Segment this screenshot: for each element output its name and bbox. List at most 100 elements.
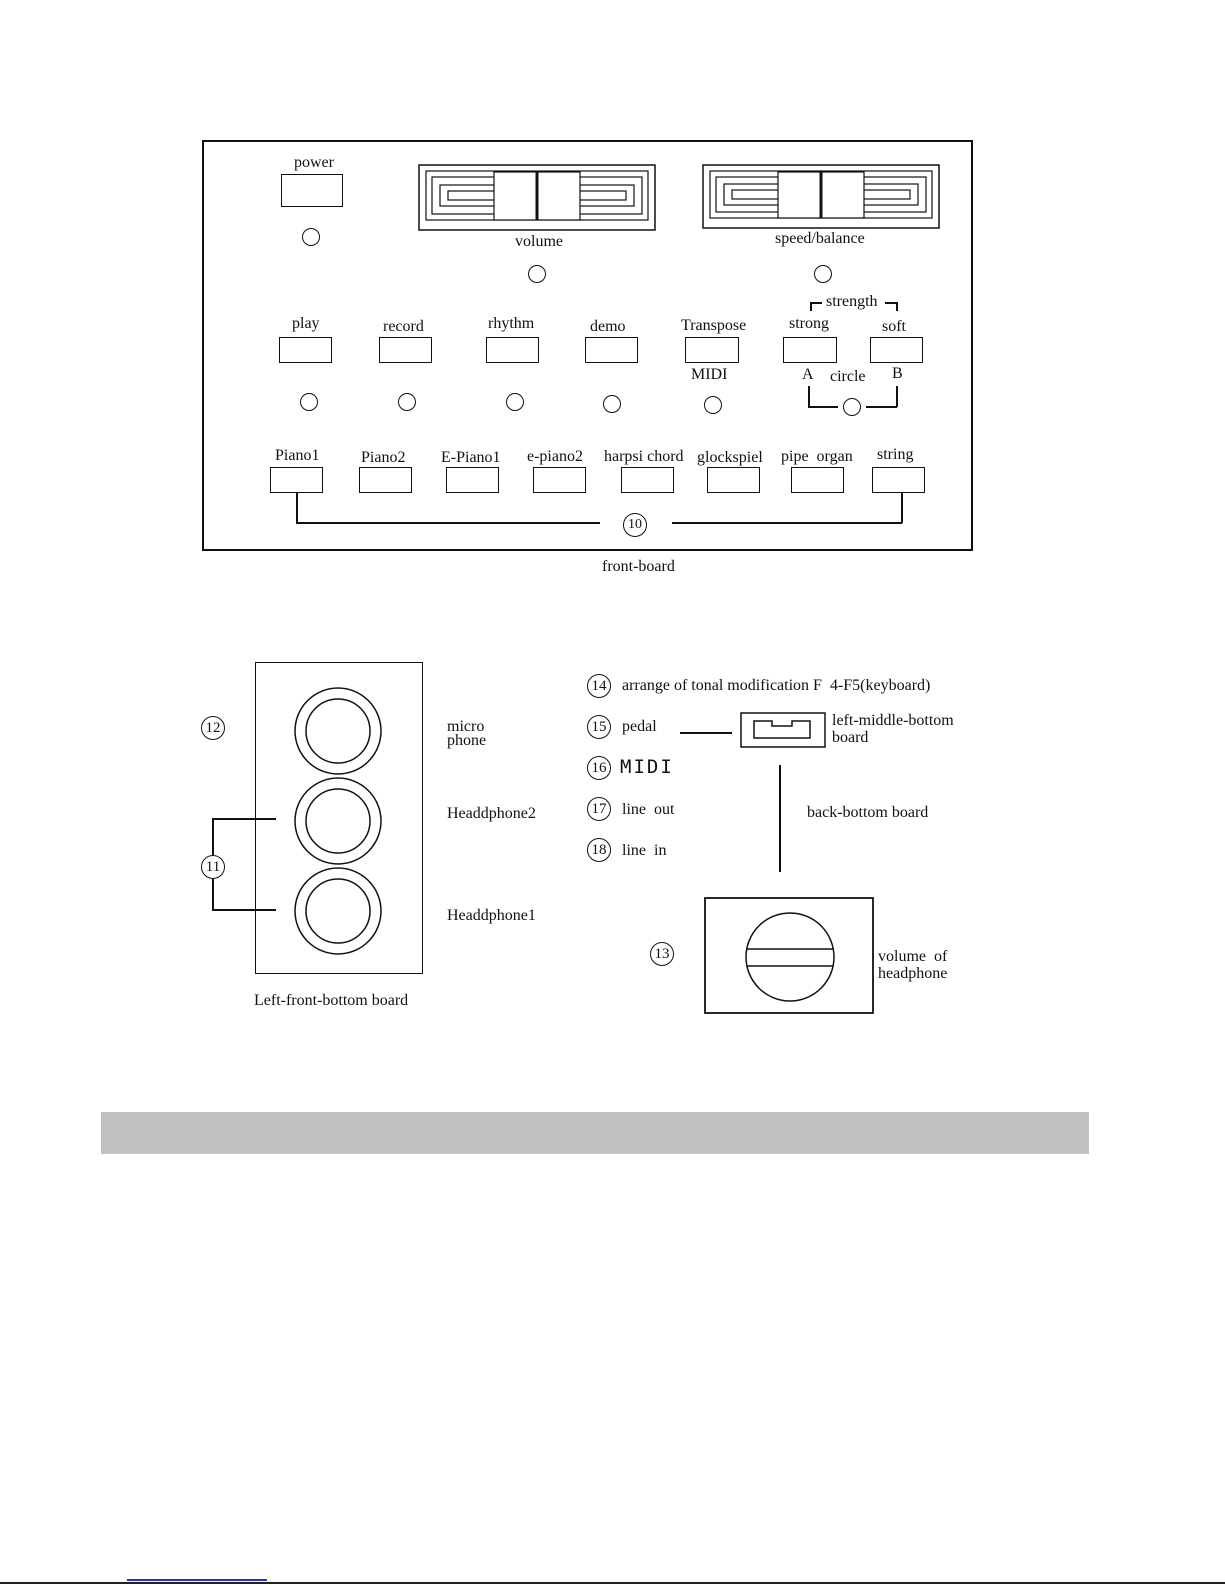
volume-slider[interactable] bbox=[418, 164, 656, 231]
volume-led bbox=[528, 265, 546, 283]
voice-button-string[interactable] bbox=[872, 467, 925, 493]
voice-bracket-right-h bbox=[672, 522, 902, 524]
voice-button-e-piano1[interactable] bbox=[446, 467, 499, 493]
play-led bbox=[300, 393, 318, 411]
legend-14-text: arrange of tonal modification F 4-F5(key… bbox=[622, 677, 931, 694]
strength-bracket-right-h bbox=[885, 302, 897, 304]
record-label: record bbox=[383, 318, 424, 335]
front-board-caption: front-board bbox=[602, 558, 675, 575]
callout-14: 14 bbox=[587, 674, 611, 698]
circle-bracket-left-v bbox=[808, 386, 810, 407]
callout-10: 10 bbox=[623, 513, 647, 537]
footer-rule bbox=[0, 1582, 1225, 1584]
voice-button-pipe-organ[interactable] bbox=[791, 467, 844, 493]
headphone-volume-label-1: volume of bbox=[878, 948, 948, 965]
circle-bracket-left-h bbox=[808, 406, 838, 408]
demo-button[interactable] bbox=[585, 337, 638, 363]
midi-label: MIDI bbox=[691, 366, 728, 383]
demo-label: demo bbox=[590, 318, 626, 335]
volume-label: volume bbox=[515, 233, 563, 250]
voice-bracket-left-h bbox=[296, 522, 600, 524]
headphone-volume-label-2: headphone bbox=[878, 965, 948, 982]
headphone-bracket-top-h bbox=[212, 818, 276, 820]
left-middle-bottom-label-2: board bbox=[832, 729, 869, 746]
headphone-bracket-bottom-h bbox=[212, 909, 276, 911]
soft-label: soft bbox=[882, 318, 906, 335]
power-label: power bbox=[294, 154, 334, 171]
legend-18-text: line in bbox=[622, 842, 667, 859]
legend-17-text: line out bbox=[622, 801, 675, 818]
voice-bracket-right-v bbox=[901, 493, 903, 523]
voice-label-glockspiel: glockspiel bbox=[697, 449, 763, 466]
voice-button-e-piano2[interactable] bbox=[533, 467, 586, 493]
rhythm-label: rhythm bbox=[488, 315, 535, 332]
voice-button-piano2[interactable] bbox=[359, 467, 412, 493]
circle-led bbox=[843, 398, 861, 416]
pedal-socket[interactable] bbox=[740, 712, 826, 748]
circle-a-label: A bbox=[802, 366, 814, 383]
left-middle-bottom-label-1: left-middle-bottom bbox=[832, 712, 954, 729]
strong-button[interactable] bbox=[783, 337, 837, 363]
voice-button-piano1[interactable] bbox=[270, 467, 323, 493]
speed-balance-slider[interactable] bbox=[702, 164, 940, 229]
circle-b-label: B bbox=[892, 365, 903, 382]
callout-13: 13 bbox=[650, 942, 674, 966]
rhythm-button[interactable] bbox=[486, 337, 539, 363]
circle-label: circle bbox=[830, 368, 866, 385]
headphone2-label: Headdphone2 bbox=[447, 805, 536, 822]
transpose-led bbox=[704, 396, 722, 414]
callout-11: 11 bbox=[201, 855, 225, 879]
microphone-jack[interactable] bbox=[293, 686, 383, 776]
strength-bracket-left-h bbox=[810, 302, 822, 304]
voice-button-harpsichord[interactable] bbox=[621, 467, 674, 493]
headphone-bracket-top-v bbox=[212, 818, 214, 855]
microphone-label-1: micro bbox=[447, 718, 485, 735]
strength-bracket-right-v bbox=[896, 302, 898, 311]
play-label: play bbox=[292, 315, 320, 332]
left-front-bottom-caption: Left-front-bottom board bbox=[254, 992, 409, 1009]
callout-18: 18 bbox=[587, 838, 611, 862]
play-button[interactable] bbox=[279, 337, 332, 363]
section-bar bbox=[101, 1112, 1089, 1154]
voice-bracket-left-v bbox=[296, 493, 298, 523]
headphone1-jack[interactable] bbox=[293, 866, 383, 956]
back-bottom-divider bbox=[779, 765, 781, 872]
power-button[interactable] bbox=[281, 174, 343, 207]
circle-bracket-right-h bbox=[866, 406, 897, 408]
circle-bracket-right-v bbox=[896, 386, 898, 407]
transpose-label: Transpose bbox=[681, 317, 747, 334]
soft-button[interactable] bbox=[870, 337, 923, 363]
strong-label: strong bbox=[789, 315, 829, 332]
pedal-connector-line bbox=[680, 732, 732, 734]
callout-17: 17 bbox=[587, 797, 611, 821]
voice-label-piano1: Piano1 bbox=[275, 447, 320, 464]
rhythm-led bbox=[506, 393, 524, 411]
record-led bbox=[398, 393, 416, 411]
voice-label-e-piano1: E-Piano1 bbox=[441, 449, 501, 466]
headphone2-jack[interactable] bbox=[293, 776, 383, 866]
voice-button-glockspiel[interactable] bbox=[707, 467, 760, 493]
voice-label-harpsichord: harpsi chord bbox=[604, 448, 684, 465]
headphone-volume-knob[interactable] bbox=[704, 897, 874, 1014]
power-led bbox=[302, 228, 320, 246]
callout-12: 12 bbox=[201, 716, 225, 740]
callout-16: 16 bbox=[587, 756, 611, 780]
microphone-label-2: phone bbox=[447, 732, 487, 749]
voice-label-e-piano2: e-piano2 bbox=[527, 448, 583, 465]
legend-15-text: pedal bbox=[622, 718, 657, 735]
demo-led bbox=[603, 395, 621, 413]
legend-16-text: MIDI bbox=[620, 756, 674, 778]
voice-label-piano2: Piano2 bbox=[361, 449, 406, 466]
headphone-bracket-bottom-v bbox=[212, 879, 214, 910]
speed-balance-label: speed/balance bbox=[775, 230, 865, 247]
transpose-button[interactable] bbox=[685, 337, 739, 363]
headphone1-label: Headdphone1 bbox=[447, 907, 536, 924]
speed-balance-led bbox=[814, 265, 832, 283]
strength-bracket-left-v bbox=[810, 302, 812, 311]
voice-label-pipe-organ: pipe organ bbox=[781, 448, 853, 465]
record-button[interactable] bbox=[379, 337, 432, 363]
footer-link-underline bbox=[127, 1579, 267, 1581]
strength-label: strength bbox=[826, 293, 878, 310]
callout-15: 15 bbox=[587, 715, 611, 739]
voice-label-string: string bbox=[877, 446, 914, 463]
